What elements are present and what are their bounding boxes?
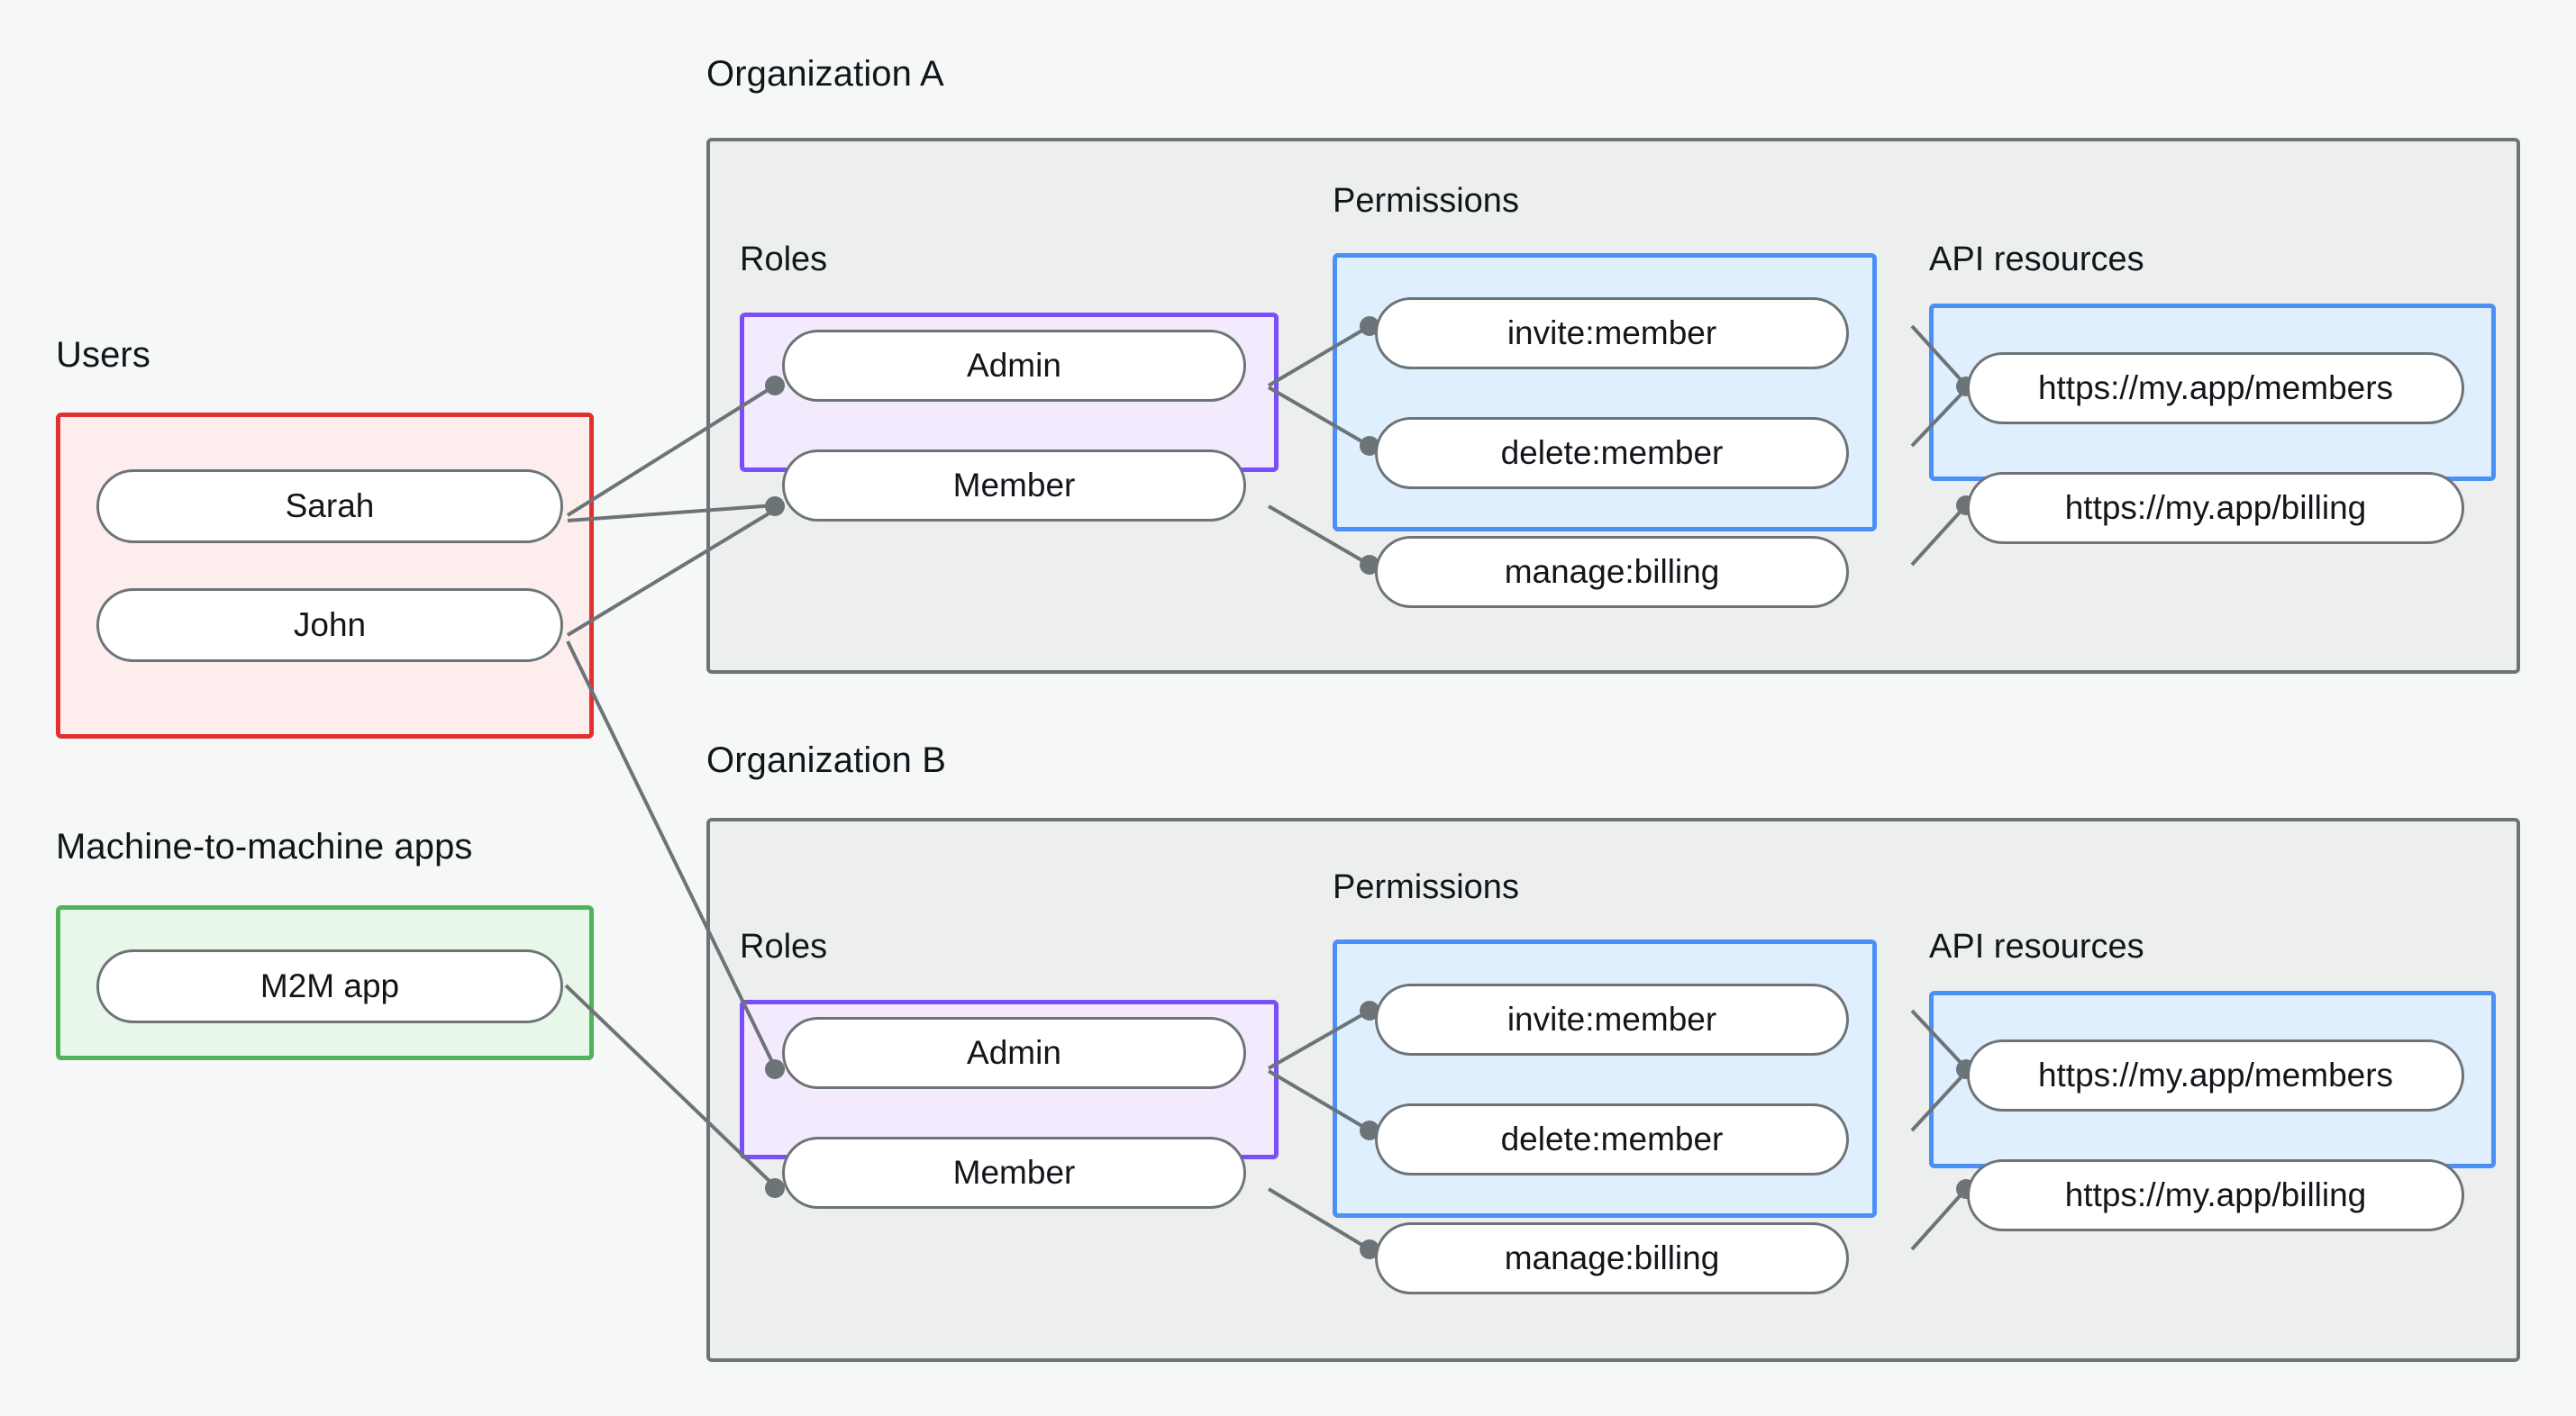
org-b-roles-label: Roles [740, 928, 828, 966]
org-a-permission-delete-member[interactable]: delete:member [1375, 417, 1849, 489]
org-a-role-admin[interactable]: Admin [782, 330, 1246, 402]
org-b-permission-invite-member[interactable]: invite:member [1375, 984, 1849, 1056]
user-node-sarah[interactable]: Sarah [96, 469, 563, 543]
m2m-group-box: M2M app [56, 905, 594, 1060]
m2m-node-app[interactable]: M2M app [96, 949, 563, 1023]
org-b-role-member[interactable]: Member [782, 1137, 1246, 1209]
org-b-permissions-label: Permissions [1333, 868, 1519, 906]
org-a-role-member[interactable]: Member [782, 449, 1246, 522]
org-a-roles-label: Roles [740, 241, 828, 278]
org-a-api-resources-label: API resources [1929, 241, 2144, 278]
org-b-permission-delete-member[interactable]: delete:member [1375, 1103, 1849, 1175]
org-a-permission-manage-billing[interactable]: manage:billing [1375, 536, 1849, 608]
user-node-john[interactable]: John [96, 588, 563, 662]
org-b-api-resource-members[interactable]: https://my.app/members [1967, 1039, 2464, 1112]
organization-b-box: Roles Admin Member Permissions invite:me… [706, 818, 2520, 1362]
org-a-roles-box: Admin Member [740, 313, 1279, 522]
org-b-api-resources-label: API resources [1929, 928, 2144, 966]
org-b-api-resource-billing[interactable]: https://my.app/billing [1967, 1159, 2464, 1231]
org-a-permissions-box: invite:member delete:member manage:billi… [1333, 253, 1877, 608]
users-group-label: Users [56, 335, 150, 375]
organization-b-label: Organization B [706, 740, 946, 780]
org-a-api-resource-members[interactable]: https://my.app/members [1967, 352, 2464, 424]
users-group-box: Sarah John [56, 413, 594, 739]
org-b-permission-manage-billing[interactable]: manage:billing [1375, 1222, 1849, 1294]
org-b-permissions-box: invite:member delete:member manage:billi… [1333, 939, 1877, 1294]
org-a-permissions-label: Permissions [1333, 182, 1519, 220]
org-a-permission-invite-member[interactable]: invite:member [1375, 297, 1849, 369]
org-b-roles-box: Admin Member [740, 1000, 1279, 1209]
org-b-role-admin[interactable]: Admin [782, 1017, 1246, 1089]
org-b-api-resources-box: https://my.app/members https://my.app/bi… [1929, 991, 2496, 1231]
org-a-api-resource-billing[interactable]: https://my.app/billing [1967, 472, 2464, 544]
organization-a-box: Roles Admin Member Permissions invite:me… [706, 138, 2520, 674]
m2m-group-label: Machine-to-machine apps [56, 827, 473, 867]
org-a-api-resources-box: https://my.app/members https://my.app/bi… [1929, 304, 2496, 544]
organization-a-label: Organization A [706, 54, 944, 94]
